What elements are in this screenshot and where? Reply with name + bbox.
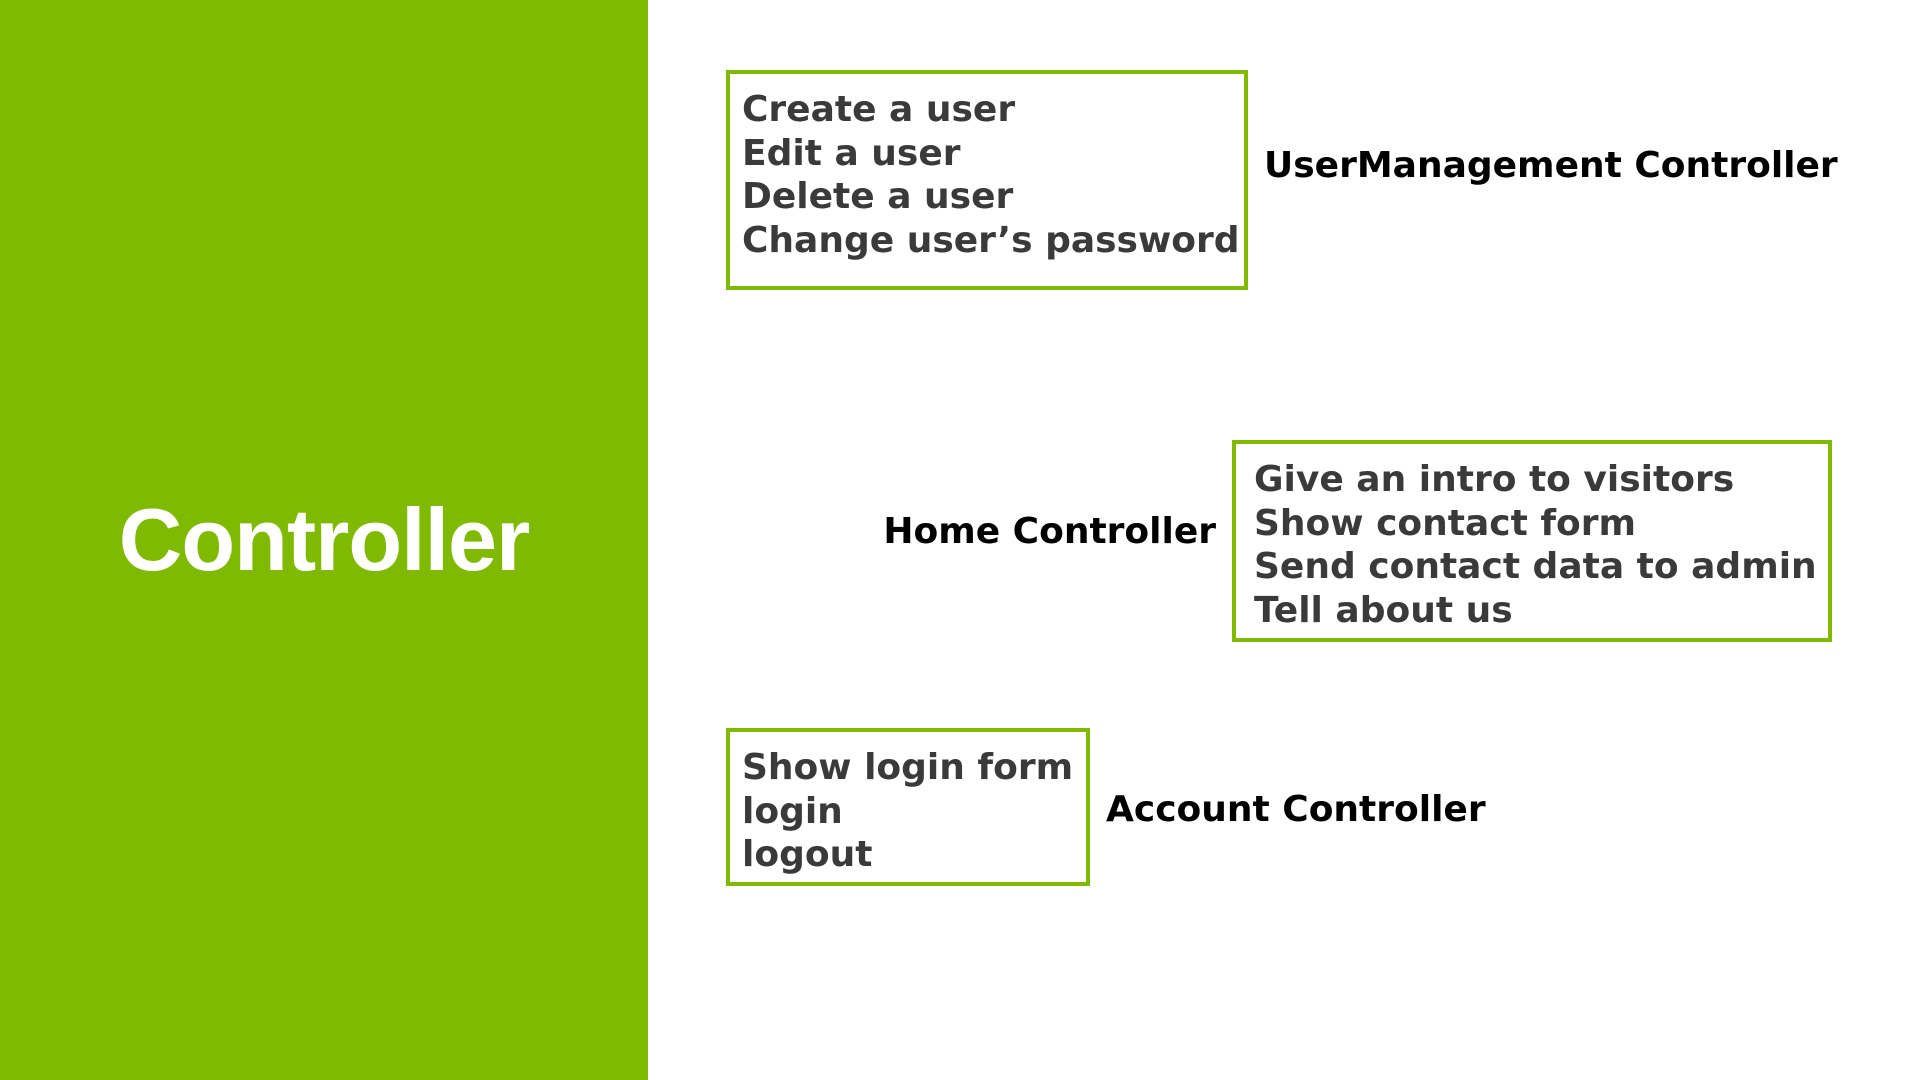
usermanagement-controller-label: UserManagement Controller <box>1264 145 1838 186</box>
account-controller-label: Account Controller <box>1106 789 1486 830</box>
action-item: Show contact form <box>1254 502 1637 544</box>
home-controller-label: Home Controller <box>883 511 1216 552</box>
action-item: login <box>742 790 843 832</box>
action-item: Change user’s password <box>742 219 1240 261</box>
action-item: Tell about us <box>1254 589 1513 631</box>
action-item: Send contact data to admin <box>1254 546 1817 587</box>
account-actions-box: Show login form login logout <box>726 728 1090 886</box>
action-item: Show login form <box>742 747 1074 788</box>
home-actions-box: Give an intro to visitors Show contact f… <box>1232 440 1832 642</box>
action-item: Edit a user <box>742 132 961 174</box>
usermanagement-actions-box: Create a user Edit a user Delete a user … <box>726 70 1248 290</box>
left-panel: Controller <box>0 0 648 1080</box>
panel-title: Controller <box>118 490 530 589</box>
action-item: Delete a user <box>742 176 1014 217</box>
action-item: logout <box>742 834 873 875</box>
action-item: Give an intro to visitors <box>1254 459 1735 500</box>
action-item: Create a user <box>742 89 1016 130</box>
